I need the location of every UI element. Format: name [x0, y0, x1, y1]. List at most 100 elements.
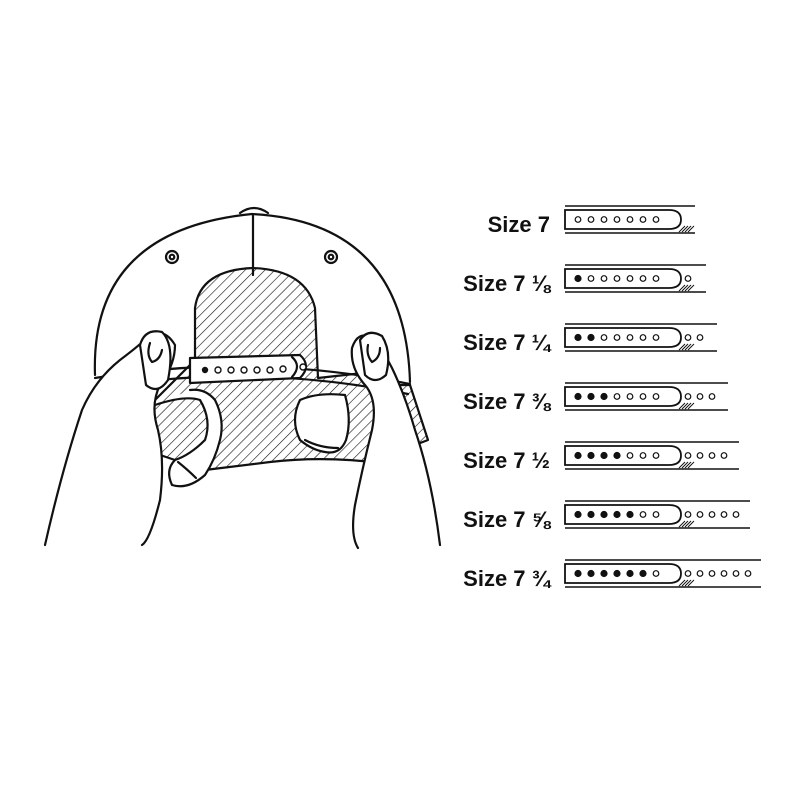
strap-hole-used — [613, 510, 621, 519]
strap-hole-used — [600, 510, 608, 519]
strap-hole-extra — [720, 511, 728, 518]
strap-row — [564, 500, 750, 529]
strap-row — [564, 559, 761, 588]
strap-hole-used — [626, 510, 634, 519]
strap-hole-used — [613, 569, 621, 578]
strap-hatch — [681, 343, 689, 351]
strap-hole-open — [626, 452, 634, 459]
strap-hole-used — [574, 333, 582, 342]
strap-hatch — [681, 579, 689, 587]
strap-hatch — [681, 402, 689, 410]
strap-hole-open — [626, 334, 634, 341]
strap-hatch — [687, 579, 695, 587]
strap-hole-open — [613, 334, 621, 341]
strap-hole-used — [587, 333, 595, 342]
cap-eyelet-left — [164, 249, 180, 265]
strap-hole-extra — [732, 570, 740, 577]
strap-hatch — [678, 225, 686, 233]
strap-hole-extra — [720, 452, 728, 459]
strap-hatch — [678, 343, 686, 351]
size-label-7-5-8: Size 7 ⅝ — [463, 507, 550, 532]
strap-hole-extra — [696, 511, 704, 518]
strap-hatch — [684, 284, 692, 292]
strap-hatch — [684, 461, 692, 469]
size-label-7-3-4: Size 7 ¾ — [463, 566, 550, 591]
strap-hatch — [687, 402, 695, 410]
cap-eyelet-right — [323, 249, 339, 265]
size-label-7-1-8: Size 7 ⅛ — [463, 271, 550, 296]
strap-hole-open — [652, 511, 660, 518]
strap-hole-open — [600, 216, 608, 223]
strap-hole-open — [600, 334, 608, 341]
strap-hole-used — [639, 569, 647, 578]
size-label-7: Size 7 — [487, 212, 550, 237]
strap-hole-extra — [684, 570, 692, 577]
strap-hole-extra — [696, 570, 704, 577]
strap-hatch — [684, 520, 692, 528]
strap-hole-used — [574, 569, 582, 578]
strap-hatch — [681, 225, 689, 233]
strap-hatch — [684, 225, 692, 233]
strap-front — [564, 268, 682, 289]
strap-hole-open — [652, 334, 660, 341]
strap-hole-extra — [684, 334, 692, 341]
strap-hatch — [681, 284, 689, 292]
strap-hole-open — [613, 275, 621, 282]
strap-hole-extra — [684, 275, 692, 282]
strap-hole-used — [574, 274, 582, 283]
strap-hole-open — [652, 216, 660, 223]
strap-front — [564, 327, 682, 348]
strap-hole-extra — [684, 452, 692, 459]
strap-hatch — [678, 461, 686, 469]
size-label-7-1-2: Size 7 ½ — [463, 448, 550, 473]
strap-hole-extra — [684, 511, 692, 518]
size-label-7-3-8: Size 7 ⅜ — [463, 389, 550, 414]
strap-hole-used — [574, 392, 582, 401]
strap-hatch — [678, 402, 686, 410]
strap-hole-open — [613, 393, 621, 400]
strap-hole-open — [652, 393, 660, 400]
right-hand — [350, 334, 442, 550]
strap-row — [564, 441, 739, 470]
strap-hatch — [684, 579, 692, 587]
strap-hole-open — [587, 216, 595, 223]
strap-hole-open — [652, 570, 660, 577]
strap-hole-used — [574, 451, 582, 460]
strap-row — [564, 323, 717, 352]
strap-hole-open — [587, 275, 595, 282]
left-hand — [43, 331, 177, 547]
strap-row — [564, 264, 706, 293]
strap-hatch — [681, 461, 689, 469]
strap-hole-used — [600, 451, 608, 460]
strap-hole-open — [639, 393, 647, 400]
strap-front — [564, 504, 682, 525]
strap-hole-used — [587, 392, 595, 401]
right-fingers — [293, 393, 350, 454]
strap-hole-extra — [696, 334, 704, 341]
strap-hole-extra — [732, 511, 740, 518]
strap-hole-filled — [201, 366, 209, 374]
strap-hole-open — [652, 275, 660, 282]
strap-row — [564, 205, 695, 234]
strap-hatch — [681, 520, 689, 528]
strap-hole-open — [626, 216, 634, 223]
strap-front — [564, 209, 682, 230]
strap-hatch — [687, 284, 695, 292]
strap-hatch — [678, 284, 686, 292]
strap-hatch — [687, 461, 695, 469]
strap-row — [564, 382, 728, 411]
strap-hole-extra — [708, 452, 716, 459]
strap-hole-used — [574, 510, 582, 519]
strap-hole-used — [600, 392, 608, 401]
strap-hole-extra — [708, 393, 716, 400]
strap-hole-extra — [708, 511, 716, 518]
left-fingers — [153, 388, 223, 488]
strap-hatch — [687, 520, 695, 528]
strap-hatch — [687, 225, 695, 233]
strap-hole-used — [600, 569, 608, 578]
strap-front — [564, 445, 682, 466]
strap-hatch — [678, 579, 686, 587]
